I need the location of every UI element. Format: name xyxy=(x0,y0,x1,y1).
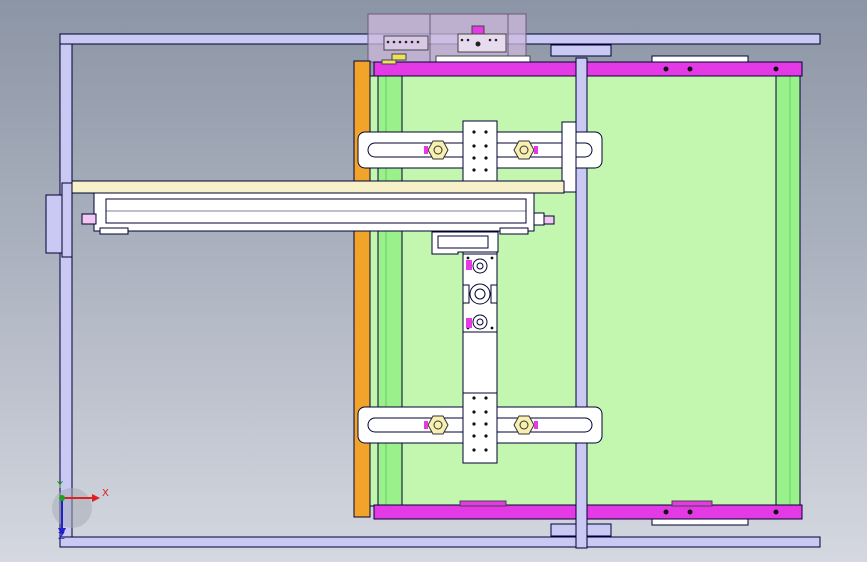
orange-side-guide[interactable] xyxy=(353,60,371,518)
frame-bottom-bar[interactable] xyxy=(59,536,821,548)
coordinate-triad-icon xyxy=(52,488,100,536)
vertical-cross-member[interactable] xyxy=(575,57,588,549)
belt-right-roller xyxy=(775,75,801,507)
axis-x-label: X xyxy=(102,488,109,499)
hex-nut-icon xyxy=(424,415,538,435)
axis-y-label: Y xyxy=(57,480,64,491)
bottom-rail[interactable] xyxy=(373,500,803,526)
bottom-slotted-bracket[interactable] xyxy=(357,392,603,464)
frame-top-tab[interactable] xyxy=(550,44,612,57)
hex-nut-icon xyxy=(424,140,538,160)
top-slotted-bracket[interactable] xyxy=(357,120,603,193)
top-rail[interactable] xyxy=(373,55,803,77)
bolt-hole-icon xyxy=(475,41,481,47)
drive-pulley-housing[interactable] xyxy=(367,13,531,63)
pusher-plate[interactable] xyxy=(71,180,565,194)
pusher-cylinder-assembly[interactable] xyxy=(45,180,565,258)
axis-z-label: Z xyxy=(58,531,65,542)
frame-left-post[interactable] xyxy=(59,43,73,538)
